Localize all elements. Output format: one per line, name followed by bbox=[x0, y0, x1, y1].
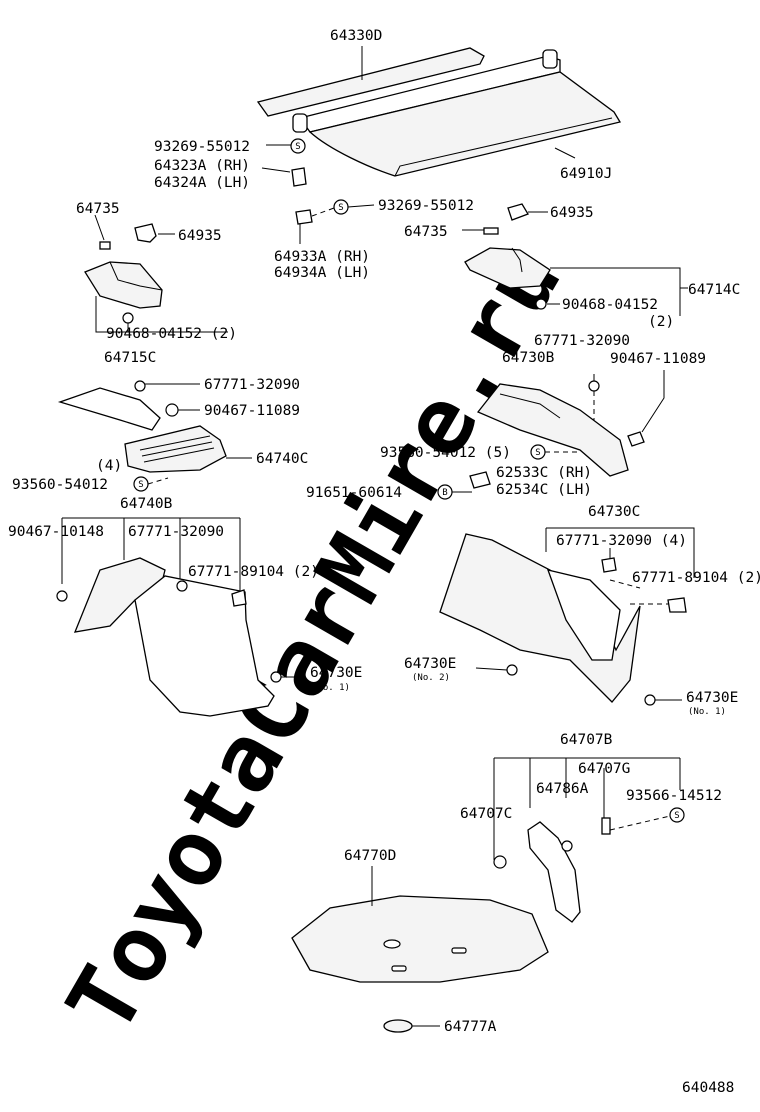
part-label-note: (No. 1) bbox=[688, 707, 726, 717]
part-label: 64730C bbox=[588, 504, 640, 520]
svg-text:S: S bbox=[674, 811, 679, 821]
part-label: 64740C bbox=[256, 451, 308, 467]
bracket-64323a bbox=[291, 167, 307, 187]
part-label: 93560-54012 (5) bbox=[380, 445, 511, 461]
part-label: 90467-11089 bbox=[610, 351, 706, 367]
clip-67771-a bbox=[134, 380, 146, 392]
part-label: 64735 bbox=[76, 201, 120, 217]
part-label-note: (No. 2) bbox=[412, 673, 450, 683]
part-label: 64935 bbox=[178, 228, 222, 244]
part-label: 64730E bbox=[404, 656, 456, 672]
part-label: (2) bbox=[648, 314, 674, 330]
part-label: 90468-04152 bbox=[562, 297, 658, 313]
part-label: 67771-32090 bbox=[128, 524, 224, 540]
part-label: 67771-89104 (2) bbox=[632, 570, 760, 586]
part-label: 62534C (LH) bbox=[496, 482, 592, 498]
clip-93566: S bbox=[669, 807, 685, 823]
cap-64935-right bbox=[507, 203, 529, 221]
part-label: 67771-32090 bbox=[204, 377, 300, 393]
clip-64707g bbox=[601, 817, 611, 835]
part-label: 93560-54012 bbox=[12, 477, 108, 493]
part-label: 64777A bbox=[444, 1019, 497, 1035]
part-label: 67771-32090 (4) bbox=[556, 533, 687, 549]
part-label: 64730E bbox=[310, 665, 362, 681]
part-label: 91651-60614 bbox=[306, 485, 402, 501]
bracket-62533c bbox=[469, 471, 491, 489]
bracket-64714c bbox=[464, 247, 551, 289]
part-label: 62533C (RH) bbox=[496, 465, 592, 481]
clip-93560-left: S bbox=[133, 476, 149, 492]
part-label: 90467-10148 bbox=[8, 524, 104, 540]
clip-93560-right: S bbox=[530, 444, 546, 460]
figure-number: 640488 bbox=[682, 1080, 734, 1096]
part-label: 64707G bbox=[578, 761, 630, 777]
plug-64777a bbox=[383, 1019, 413, 1033]
part-label: 90467-11089 bbox=[204, 403, 300, 419]
part-label: 93269-55012 bbox=[378, 198, 474, 214]
part-label: 64935 bbox=[550, 205, 594, 221]
bracket-64715c bbox=[84, 261, 163, 309]
svg-text:S: S bbox=[295, 142, 300, 152]
trim-64740b bbox=[134, 575, 275, 717]
part-label: 67771-32090 bbox=[534, 333, 630, 349]
part-label: 64324A (LH) bbox=[154, 175, 250, 191]
part-label: 90468-04152 (2) bbox=[106, 326, 237, 342]
part-label: 64910J bbox=[560, 166, 612, 182]
part-label: 64715C bbox=[104, 350, 156, 366]
floor-mat-64770d bbox=[291, 895, 549, 983]
svg-text:S: S bbox=[535, 448, 540, 458]
part-label: 64730B bbox=[502, 350, 555, 366]
svg-text:S: S bbox=[138, 480, 143, 490]
trim-64730c bbox=[439, 533, 641, 703]
part-label: 93269-55012 bbox=[154, 139, 250, 155]
clip-93269-upper: S bbox=[290, 138, 306, 154]
part-label-note: (No. 1) bbox=[312, 683, 350, 693]
svg-text:B: B bbox=[442, 488, 447, 498]
part-label: 64707B bbox=[560, 732, 613, 748]
trim-64730b bbox=[476, 383, 629, 477]
clip-93269-lower: S bbox=[333, 199, 349, 215]
part-label: 64730E bbox=[686, 690, 738, 706]
clip-90467-a bbox=[165, 403, 179, 417]
part-label: 67771-89104 (2) bbox=[188, 564, 319, 580]
cover-64707c bbox=[527, 821, 581, 923]
part-label: (4) bbox=[96, 458, 122, 474]
part-label: 64770D bbox=[344, 848, 396, 864]
clip-64735-left bbox=[99, 241, 111, 250]
part-label: 64933A (RH) bbox=[274, 249, 370, 265]
clip-90467-b bbox=[627, 431, 645, 447]
clip-64735-right bbox=[483, 227, 499, 235]
tonneau-cover-assembly bbox=[256, 47, 622, 177]
clip-91651: B bbox=[437, 484, 453, 500]
part-label: 64707C bbox=[460, 806, 512, 822]
cap-64935-left bbox=[134, 223, 157, 243]
svg-text:S: S bbox=[338, 203, 343, 213]
part-label: 64934A (LH) bbox=[274, 265, 370, 281]
part-label: 64740B bbox=[120, 496, 173, 512]
part-label: 64323A (RH) bbox=[154, 158, 250, 174]
part-label: 93566-14512 bbox=[626, 788, 722, 804]
bracket-64933a bbox=[295, 209, 313, 225]
part-label: 64714C bbox=[688, 282, 740, 298]
part-label: 64330D bbox=[330, 28, 382, 44]
part-label: 64735 bbox=[404, 224, 448, 240]
part-label: 64786A bbox=[536, 781, 589, 797]
